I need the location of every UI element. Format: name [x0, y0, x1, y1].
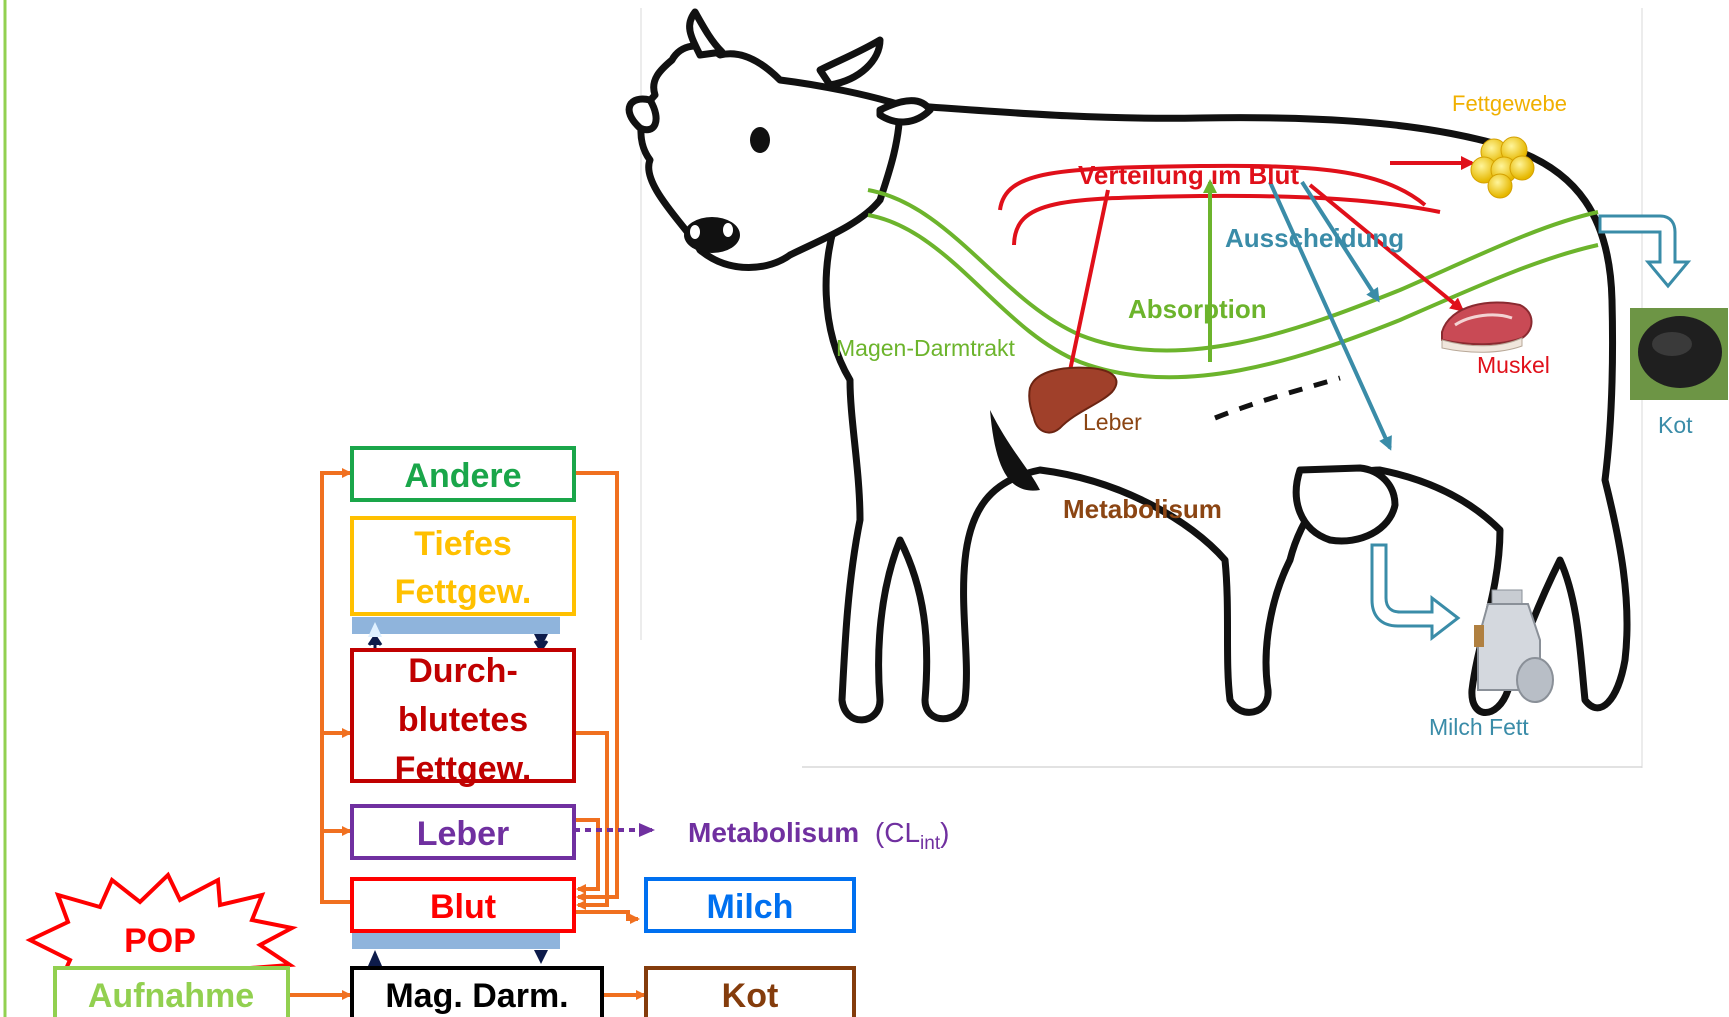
pop-label: POP	[124, 922, 196, 960]
label-metabolisum-figure: Metabolisum	[1063, 494, 1222, 524]
box-milch[interactable]: Milch	[646, 879, 854, 931]
box-leber-label: Leber	[417, 815, 510, 853]
exchange-bar-tiefes	[352, 617, 560, 634]
label-muskel: Muskel	[1477, 352, 1550, 378]
label-ausscheidung: Ausscheidung	[1225, 223, 1404, 253]
box-durchblutetes-fettgewebe[interactable]: Durch- blutetes Fettgew.	[352, 650, 574, 788]
box-mag-darm-label: Mag. Darm.	[385, 977, 568, 1015]
box-tiefes-fettgewebe[interactable]: Tiefes Fettgew.	[352, 518, 574, 614]
pbpk-compartment-diagram: Andere Tiefes Fettgew. Durch- blutetes F…	[30, 448, 949, 1017]
exchange-arrow-down-2	[534, 950, 548, 964]
box-durch-line1: Durch-	[408, 652, 518, 690]
box-leber[interactable]: Leber	[352, 806, 574, 858]
label-kot-figure: Kot	[1658, 412, 1693, 438]
box-tiefes-line2: Fettgew.	[395, 573, 532, 611]
box-andere-label: Andere	[404, 457, 521, 495]
label-milch-fett: Milch Fett	[1429, 714, 1529, 740]
metabolism-close: )	[940, 817, 949, 848]
box-blut[interactable]: Blut	[352, 879, 574, 931]
box-kot-label: Kot	[722, 977, 779, 1015]
box-durch-line3: Fettgew.	[395, 750, 532, 788]
label-verteilung: Verteilung im Blut	[1078, 160, 1299, 190]
orange-flow-left	[322, 473, 352, 902]
box-blut-label: Blut	[430, 888, 496, 926]
hollow-arrow-to-milk	[1372, 545, 1458, 638]
exchange-bar-blut	[352, 932, 560, 949]
dung-icon	[1630, 308, 1728, 400]
box-kot[interactable]: Kot	[646, 968, 854, 1017]
box-milch-label: Milch	[707, 888, 794, 926]
box-andere[interactable]: Andere	[352, 448, 574, 500]
label-absorption: Absorption	[1128, 294, 1267, 324]
metabolism-word: Metabolisum	[688, 817, 859, 848]
cow-figure: Fettgewebe Verteilung im Blut Ausscheidu…	[629, 8, 1728, 768]
box-durch-line2: blutetes	[398, 701, 528, 739]
box-aufnahme[interactable]: Aufnahme	[55, 968, 288, 1017]
arrow-blut-milch	[574, 912, 638, 919]
box-aufnahme-label: Aufnahme	[88, 977, 254, 1015]
metabolism-sub: int	[920, 833, 941, 854]
metabolism-label: Metabolisum (CLint)	[688, 817, 949, 854]
metabolism-param: (CL	[875, 817, 920, 848]
exchange-arrow-up-2	[368, 950, 382, 966]
label-magen-darmtrakt: Magen-Darmtrakt	[836, 335, 1016, 361]
box-mag-darm[interactable]: Mag. Darm.	[352, 968, 602, 1017]
label-fettgewebe: Fettgewebe	[1452, 91, 1567, 116]
label-leber-figure: Leber	[1083, 409, 1142, 435]
orange-flow-right	[574, 473, 617, 905]
box-tiefes-line1: Tiefes	[414, 525, 512, 563]
